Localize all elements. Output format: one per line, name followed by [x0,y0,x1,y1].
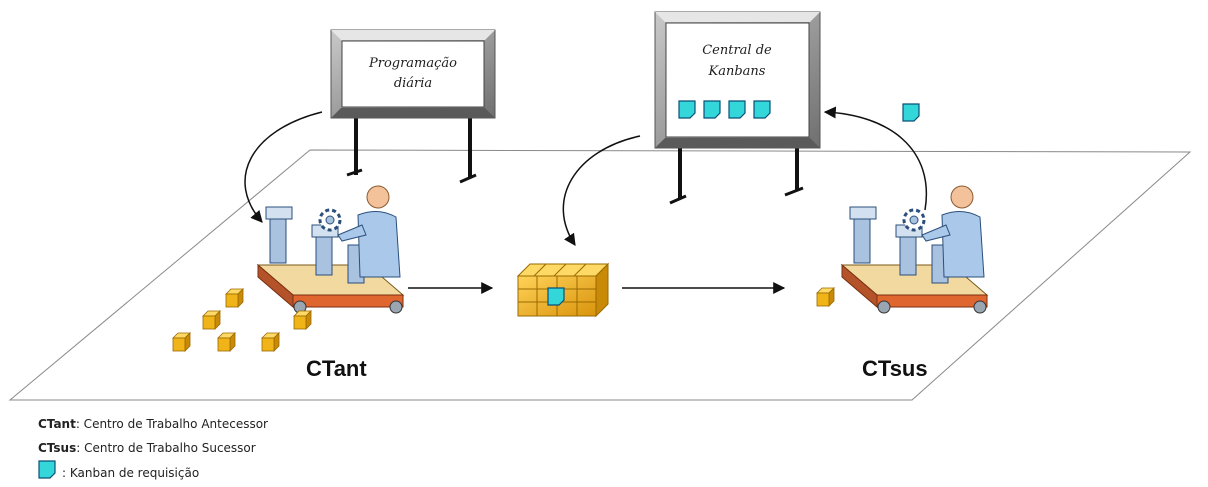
ctant-workstation [256,185,405,314]
ctsus-to-central-arrow [823,106,928,211]
board-kanban-card-4 [753,100,771,119]
legend-kanban: : Kanban de requisição [62,466,199,480]
board-kanban-card-3 [728,100,746,119]
daily-schedule-board: Programação diária [330,29,496,184]
ctant-label: CTant [306,356,367,381]
daily-board-line1: Programação [368,56,457,71]
legend-ctsus-desc: : Centro de Trabalho Sucessor [76,441,256,455]
legend-ctant: CTant: Centro de Trabalho Antecessor [38,417,268,431]
ctsus-input-part [816,287,835,307]
ctsus-label: CTsus [862,356,928,381]
daily-board-line2: diária [394,76,432,91]
central-board-line1: Central de [702,43,772,58]
central-to-stock-arrow [562,135,641,246]
returning-kanban-card [902,103,920,122]
board-kanban-card-2 [703,100,721,119]
legend-kanban-icon [38,460,56,479]
legend-kanban-desc: : Kanban de requisição [62,466,200,480]
kanban-central-board: Central de Kanbans [654,11,821,205]
ctsus-workstation [840,185,989,314]
schedule-to-ctant-arrow [244,111,323,223]
stock-buffer [516,262,610,318]
central-board-line2: Kanbans [708,64,766,79]
stock-kanban-card [547,287,565,306]
board-kanban-card-1 [678,100,696,119]
legend-ctsus: CTsus: Centro de Trabalho Sucessor [38,441,256,455]
legend-ctant-key: CTant [38,417,76,431]
legend-ctant-desc: : Centro de Trabalho Antecessor [75,417,268,431]
legend-ctsus-key: CTsus [38,441,77,455]
